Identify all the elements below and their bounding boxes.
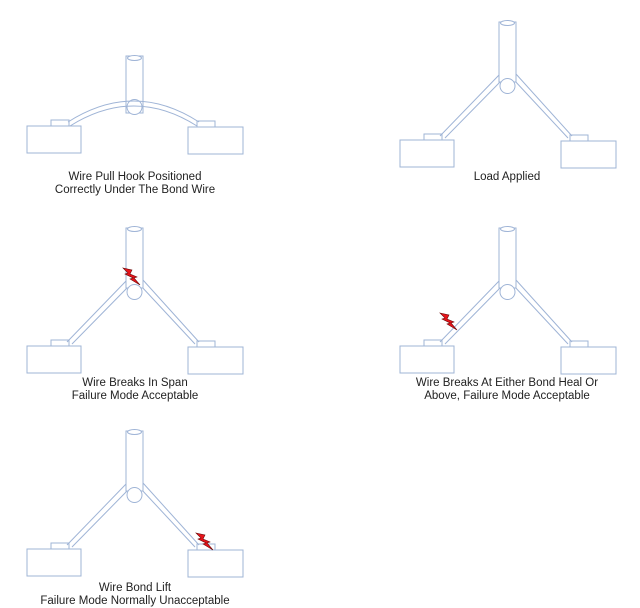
caption-breaks-in-span: Wire Breaks In Span Failure Mode Accepta…	[71, 377, 199, 402]
caption-hook-positioned: Wire Pull Hook Positioned Correctly Unde…	[54, 171, 216, 196]
caption-load-applied: Load Applied	[473, 171, 541, 183]
break-bolt-icon	[439, 312, 458, 331]
bond-wire	[67, 100, 200, 123]
panel-breaks-at-heel	[399, 226, 617, 375]
panel-hook-positioned	[26, 55, 244, 155]
panel-breaks-in-span	[26, 226, 244, 375]
bond-pads	[26, 119, 244, 155]
panel-bond-lift	[26, 429, 244, 578]
caption-bond-lift: Wire Bond Lift Failure Mode Normally Una…	[40, 582, 230, 607]
panel-load-applied	[399, 20, 617, 169]
caption-breaks-at-heel: Wire Breaks At Either Bond Heal Or Above…	[415, 377, 599, 402]
